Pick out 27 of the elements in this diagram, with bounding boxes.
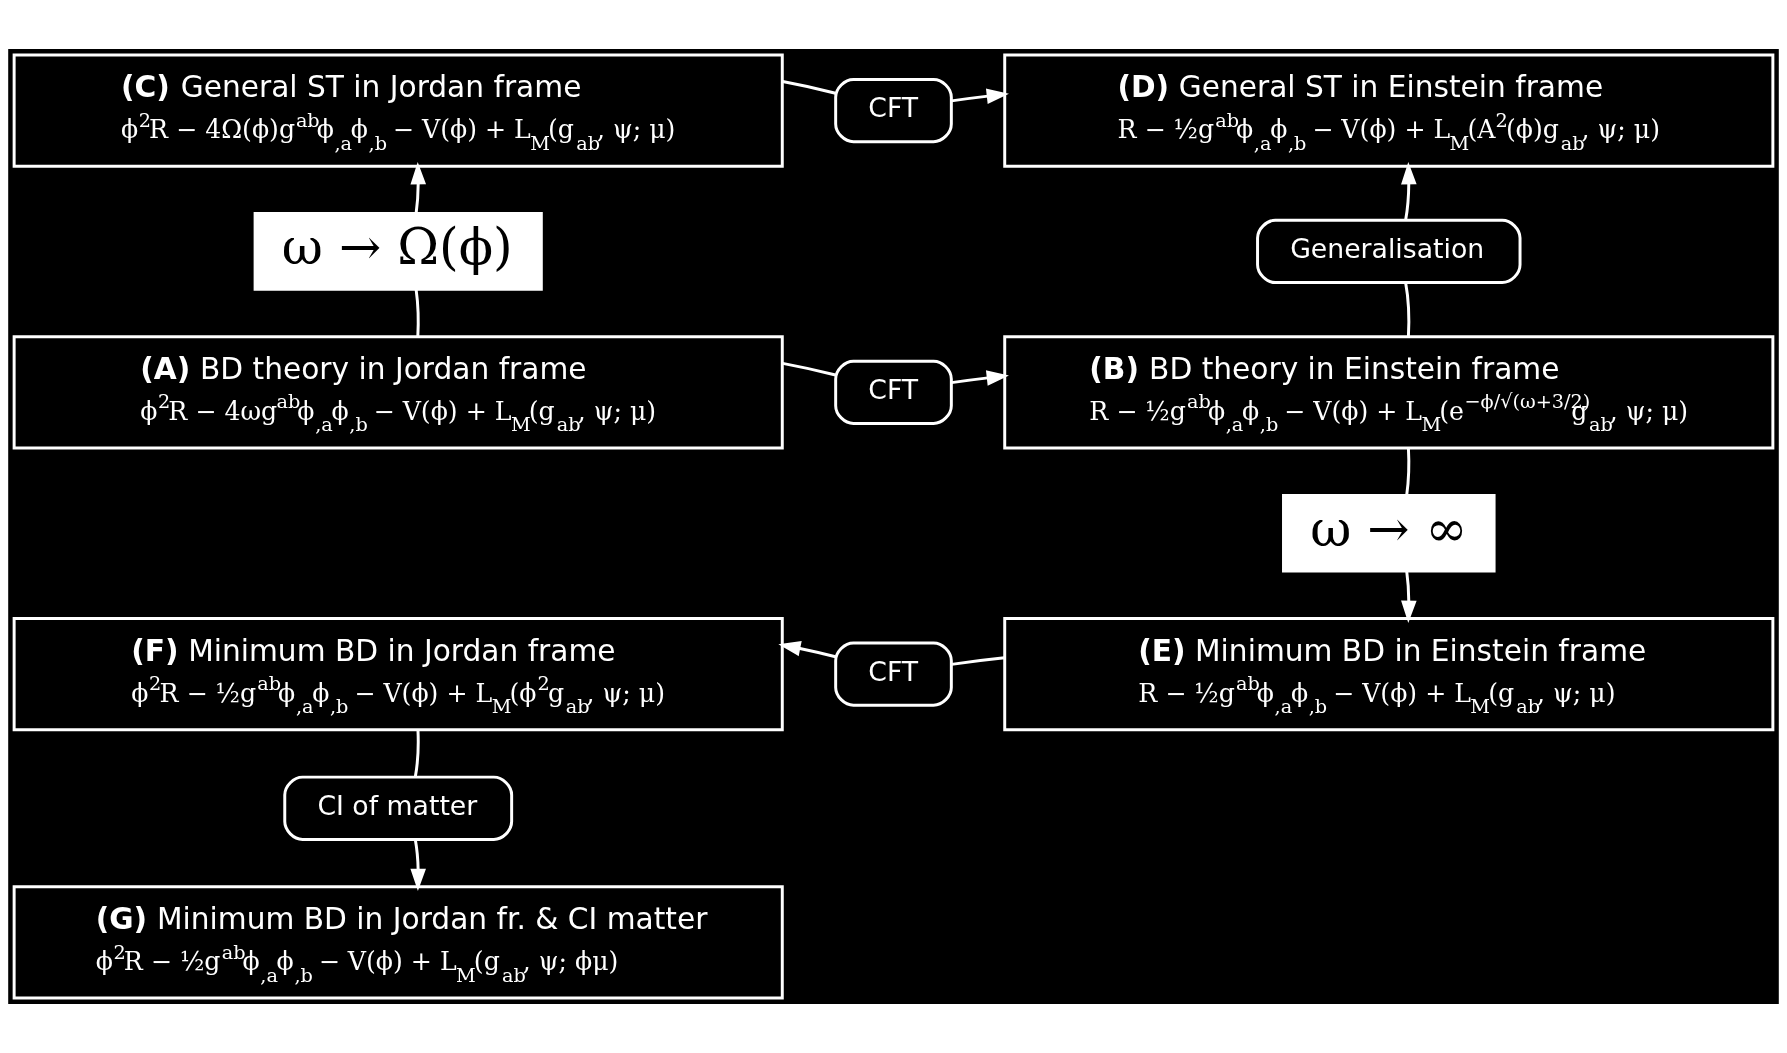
connector [782, 80, 836, 95]
node-box: (F) Minimum BD in Jordan frame ϕ$^{2}$R − ½g$^{ab}$ϕ$_{,a}$ϕ$_{,b}$ − V(ϕ) + L$_{M}$(ϕ$^{2}$g$_{ab}$, ψ; μ) [12, 616, 784, 732]
node-box: (E) Minimum BD in Einstein frame R − ½g$^{ab}$ϕ$_{,a}$ϕ$_{,b}$ − V(ϕ) + L$_{M}$(g$_{ab}$, ψ; μ) [1003, 616, 1775, 732]
arrow [1401, 571, 1417, 623]
connector [951, 656, 1005, 666]
arrow [951, 370, 1009, 386]
node-box: CFT [834, 359, 953, 425]
node-box: ω → Ω(ϕ) [253, 212, 543, 291]
arrow [410, 839, 426, 892]
node-box: CFT [834, 641, 953, 707]
arrow [1401, 162, 1417, 221]
connector [413, 729, 420, 778]
arrow [778, 640, 836, 659]
arrow [951, 88, 1009, 104]
node-box: CI of matter [283, 775, 514, 841]
connector [782, 361, 836, 377]
node-box: (A) BD theory in Jordan frame ϕ$^{2}$R − 4ωg$^{ab}$ϕ$_{,a}$ϕ$_{,b}$ − V(ϕ) + L$_{M}$(g$_{ab}$, ψ; μ) [12, 335, 784, 450]
arrow [410, 162, 427, 214]
connector [414, 289, 420, 337]
connector [1404, 282, 1411, 337]
node-box: (D) General ST in Einstein frame R − ½g$^{ab}$ϕ$_{,a}$ϕ$_{,b}$ − V(ϕ) + L$_{M}$(A$^{2}$(ϕ)g$_{ab}$, ψ; μ) [1003, 53, 1775, 168]
connector [1405, 448, 1411, 496]
node-box: (C) General ST in Jordan frame ϕ$^{2}$R − 4Ω(ϕ)g$^{ab}$ϕ$_{,a}$ϕ$_{,b}$ − V(ϕ) + L$_{M}$(g$_{ab}$, ψ; μ) [12, 53, 784, 168]
node-box: Generalisation [1256, 218, 1522, 285]
node-box: ω → ∞ [1282, 493, 1496, 573]
node-box: (G) Minimum BD in Jordan fr. & CI matter ϕ$^{2}$R − ½g$^{ab}$ϕ$_{,a}$ϕ$_{,b}$ − V(ϕ) + L$_{M}$(g$_{ab}$, ψ; ϕμ) [12, 885, 784, 1000]
node-box: CFT [834, 77, 953, 144]
